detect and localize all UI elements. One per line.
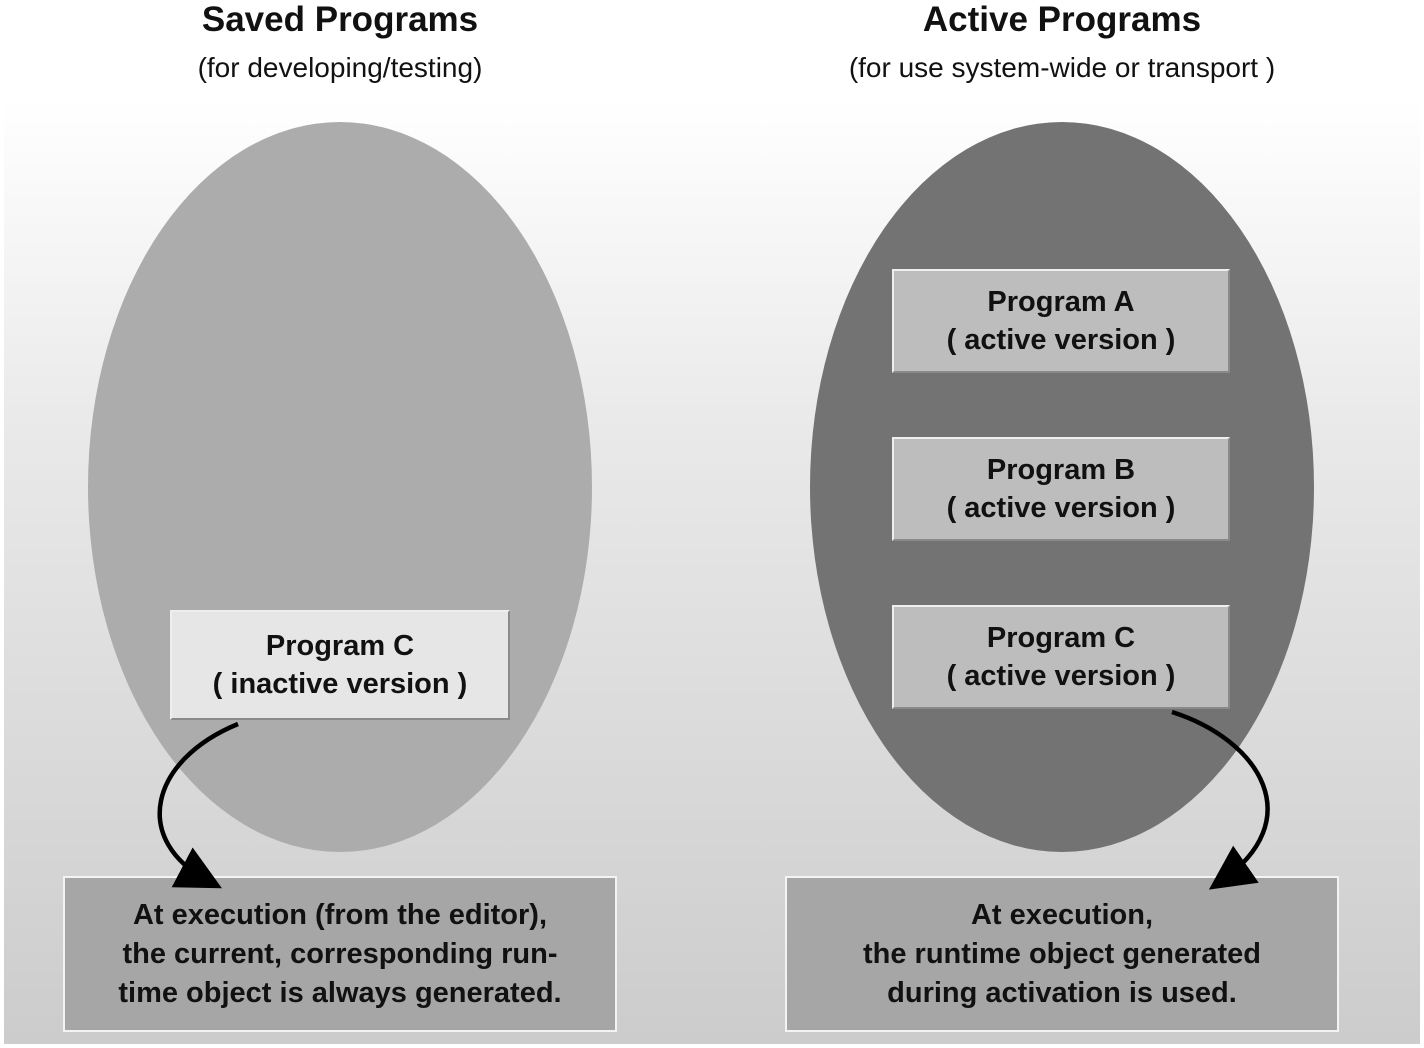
saved-program-c-version: ( inactive version )	[212, 668, 468, 700]
active-programs-title: Active Programs	[922, 0, 1202, 39]
active-execution-note: At execution, the runtime object generat…	[785, 876, 1339, 1032]
active-program-c-version: ( active version )	[946, 660, 1176, 692]
active-program-b-version: ( active version )	[946, 492, 1176, 524]
active-note-line-2: the runtime object generated	[862, 937, 1261, 970]
active-note-line-3: during activation is used.	[887, 976, 1237, 1009]
active-note-line-1: At execution,	[970, 898, 1154, 931]
saved-program-c-box: Program C ( inactive version )	[170, 610, 510, 720]
saved-execution-note: At execution (from the editor), the curr…	[63, 876, 617, 1032]
active-program-b-name: Program B	[986, 454, 1136, 486]
saved-program-c-name: Program C	[265, 630, 415, 662]
active-program-a-box: Program A ( active version )	[892, 269, 1230, 373]
active-program-a-version: ( active version )	[946, 324, 1176, 356]
saved-note-line-2: the current, corresponding run-	[122, 937, 558, 970]
saved-note-line-3: time object is always generated.	[118, 976, 562, 1009]
active-program-c-name: Program C	[986, 622, 1136, 654]
active-program-a-name: Program A	[987, 286, 1135, 318]
saved-note-line-1: At execution (from the editor),	[132, 898, 548, 931]
active-program-b-box: Program B ( active version )	[892, 437, 1230, 541]
active-program-c-box: Program C ( active version )	[892, 605, 1230, 709]
saved-programs-subtitle: (for developing/testing)	[197, 52, 483, 83]
saved-programs-title: Saved Programs	[201, 0, 479, 39]
saved-programs-ellipse	[88, 122, 592, 852]
active-programs-subtitle: (for use system-wide or transport )	[848, 52, 1276, 83]
